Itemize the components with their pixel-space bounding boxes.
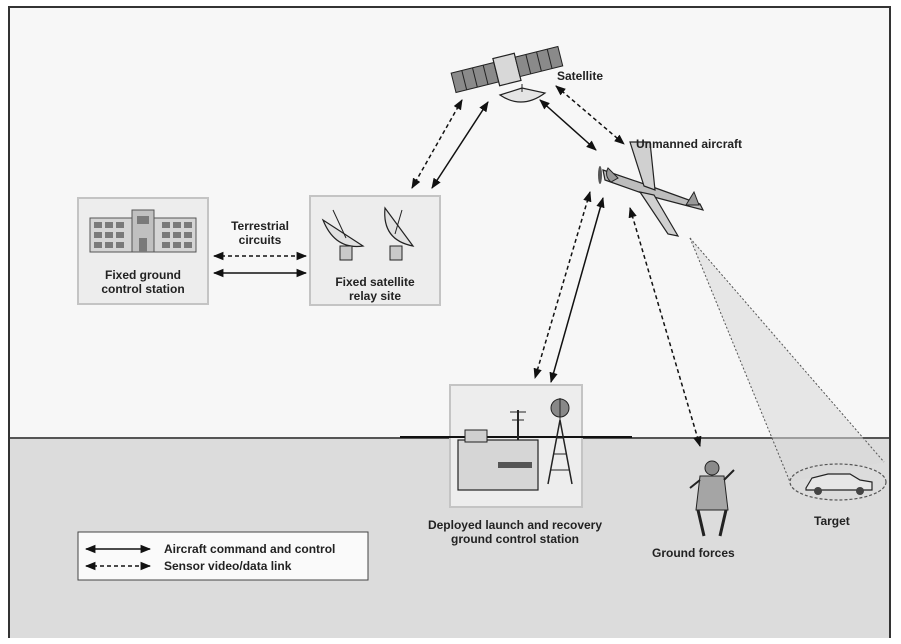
deployed-gcs-label: Deployed launch and recovery ground cont… — [410, 518, 620, 546]
link-aircraft-deployed-sensor — [533, 190, 592, 380]
sensor-beam-right — [689, 237, 885, 463]
deployed-line2: ground control station — [451, 532, 579, 546]
legend — [77, 531, 369, 581]
terrestrial-circuits-label: Terrestrial circuits — [220, 219, 300, 247]
fixed-gcs-line2: control station — [101, 282, 185, 296]
deployed-station-icon — [457, 398, 573, 491]
relay-dishes-icon — [321, 206, 415, 261]
link-aircraft-deployed-command — [549, 196, 605, 384]
link-satellite-aircraft-sensor — [555, 85, 625, 145]
relay-line2: relay site — [348, 289, 402, 303]
link-satellite-relay-sensor — [411, 99, 463, 189]
unmanned-aircraft-label: Unmanned aircraft — [636, 137, 743, 151]
legend-command-control-label: Aircraft command and control — [164, 542, 336, 556]
target-car-icon — [805, 473, 873, 495]
link-satellite-aircraft-command — [539, 99, 597, 151]
ground-forces-icon — [689, 460, 735, 537]
sensor-footprint — [690, 238, 884, 482]
target-zone — [789, 463, 887, 501]
target-label: Target — [814, 514, 850, 528]
fixed-gcs-line1: Fixed ground — [105, 268, 181, 282]
unmanned-aircraft-icon — [598, 141, 705, 237]
control-station-building-icon — [89, 209, 197, 253]
fixed-satellite-relay-site-box — [309, 195, 441, 306]
satellite-label: Satellite — [557, 69, 604, 83]
fixed-ground-control-station-label: Fixed ground control station — [77, 268, 209, 296]
deployed-line1: Deployed launch and recovery — [427, 518, 603, 532]
ground-forces-label: Ground forces — [652, 546, 735, 560]
fixed-satellite-relay-site-label: Fixed satellite relay site — [309, 275, 441, 303]
link-satellite-relay-command — [431, 101, 489, 189]
terrestrial-line2: circuits — [238, 233, 282, 247]
terrestrial-line1: Terrestrial — [231, 219, 289, 233]
satellite-icon — [450, 45, 564, 103]
relay-line1: Fixed satellite — [335, 275, 415, 289]
link-aircraft-ground-forces-sensor — [628, 206, 702, 448]
legend-sensor-link-label: Sensor video/data link — [164, 559, 292, 573]
